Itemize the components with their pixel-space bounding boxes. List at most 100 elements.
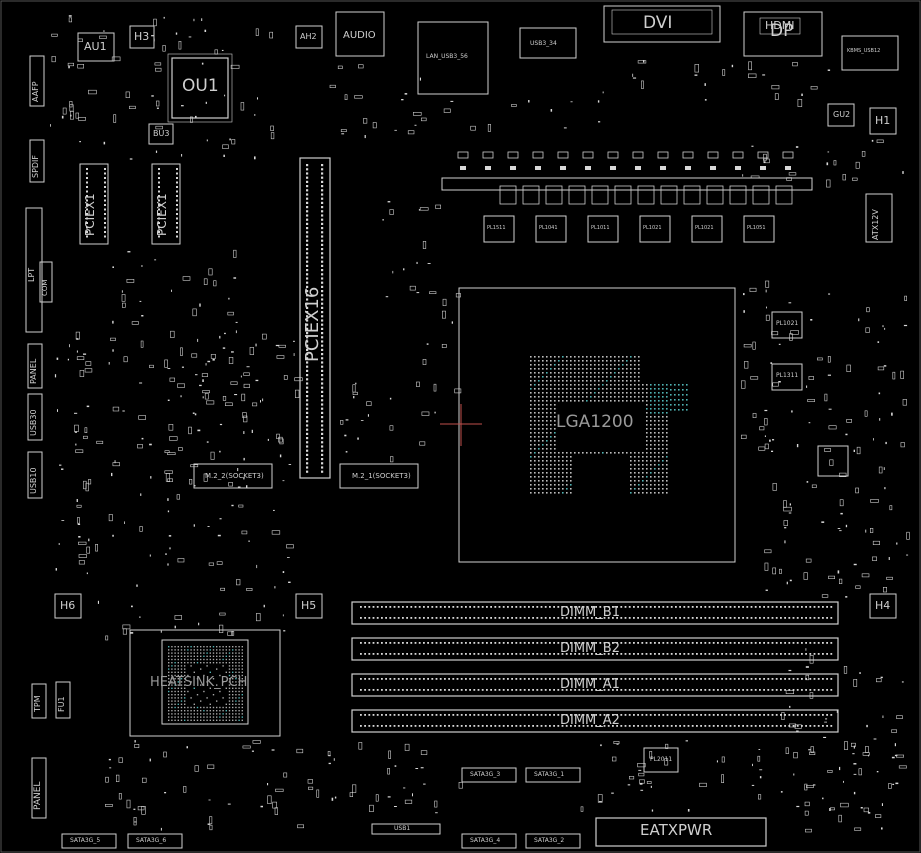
- cpu-pin: [566, 372, 568, 374]
- cpu-pin: [646, 408, 648, 410]
- dimm-b1-slot: [351, 601, 839, 625]
- cpu-pin: [662, 484, 664, 486]
- pch-pin: [196, 706, 199, 709]
- cpu-pin: [630, 492, 632, 494]
- pl-right-2: [771, 363, 803, 391]
- pch-pin: [171, 710, 173, 712]
- cpu-pin: [550, 424, 552, 426]
- heatsink-label: HEATSINK_PCH: [150, 675, 248, 690]
- pcie-pin: [306, 361, 309, 364]
- pch-pin: [241, 674, 243, 677]
- pcie-pin: [306, 470, 309, 473]
- spdif-header: [29, 139, 45, 183]
- dimm-pin: [750, 642, 753, 644]
- cpu-pin: [606, 356, 608, 358]
- dimm-pin: [628, 606, 631, 608]
- pcie-pin: [321, 382, 324, 385]
- smd-pad: [76, 338, 79, 340]
- pch-pin: [200, 710, 202, 712]
- dimm-pin: [477, 714, 480, 716]
- cpu-pin: [566, 484, 568, 486]
- dimm-pin: [780, 725, 782, 727]
- pch-pin: [219, 716, 221, 718]
- dimm-pin: [582, 678, 585, 680]
- dimm-pin: [809, 653, 812, 655]
- dimm-pin: [607, 714, 610, 716]
- smd-pad: [345, 419, 349, 421]
- dimm-pin: [423, 606, 425, 608]
- smd-component: [165, 473, 170, 482]
- pcie-pin: [321, 361, 324, 364]
- cpu-pin: [554, 372, 556, 374]
- dimm-pin: [822, 714, 824, 716]
- smd-component: [388, 750, 392, 759]
- cpu-pin: [614, 396, 616, 398]
- dimm-pin: [754, 617, 757, 619]
- pch-pin: [168, 694, 170, 696]
- dimm-pin: [666, 642, 669, 644]
- smd-component: [805, 828, 812, 833]
- vrm-mosfet: [729, 185, 747, 205]
- cpu-pin: [574, 400, 576, 402]
- cpu-pin: [646, 460, 648, 462]
- cpu-pin: [538, 460, 540, 462]
- smd-component: [743, 343, 752, 348]
- dimm-pin: [536, 689, 539, 691]
- dimm-pin: [666, 617, 669, 619]
- pch-pin: [212, 649, 215, 651]
- smd-component: [194, 765, 199, 772]
- smd-component: [241, 393, 246, 402]
- dimm-pin: [385, 606, 387, 608]
- dimm-pin: [704, 714, 707, 716]
- cpu-pin: [662, 472, 664, 474]
- cpu-pin: [654, 404, 656, 406]
- smd-component: [238, 504, 244, 508]
- dimm-pin: [805, 653, 807, 655]
- pciex1-pin: [176, 195, 178, 197]
- smd-pad: [865, 529, 867, 533]
- dimm-pin: [687, 678, 690, 680]
- dimm-pin: [725, 714, 728, 716]
- dimm-pin: [578, 606, 581, 608]
- dimm-pin: [784, 606, 786, 608]
- pch-pin: [235, 684, 237, 686]
- dimm-pin: [683, 714, 686, 716]
- smd-component: [78, 554, 87, 558]
- dimm-pin: [599, 678, 602, 680]
- cpu-pin: [618, 372, 620, 374]
- dimm-pin: [750, 678, 753, 680]
- smd-pad: [243, 431, 245, 434]
- cpu-pin: [578, 368, 580, 370]
- dimm-pin: [775, 689, 778, 691]
- smd-component: [140, 340, 144, 348]
- smd-pad: [202, 379, 204, 382]
- smd-pad: [881, 827, 883, 830]
- cpu-pin: [570, 492, 572, 494]
- dimm-pins: [360, 606, 833, 727]
- cpu-pin: [534, 360, 536, 362]
- dimm-pin: [696, 714, 698, 716]
- cpu-pin: [598, 452, 600, 454]
- cpu-pin: [562, 380, 564, 382]
- smd-component: [833, 160, 837, 166]
- smd-component: [138, 415, 146, 420]
- dimm-pin: [414, 653, 417, 655]
- pcie-pin: [321, 424, 324, 427]
- pch-pin: [241, 706, 243, 709]
- dimm-pin: [540, 606, 543, 608]
- cpu-pin: [618, 356, 620, 358]
- dimm-pin: [792, 689, 795, 691]
- dimm-pin: [406, 725, 408, 727]
- smd-pad: [194, 413, 197, 416]
- cpu-pin: [554, 408, 556, 410]
- cpu-pin: [538, 384, 540, 386]
- dimm-pin: [477, 617, 480, 619]
- smd-pad: [600, 744, 602, 747]
- cpu-pin: [546, 388, 548, 390]
- dimm-pin: [519, 617, 522, 619]
- dimm-pin: [826, 678, 828, 680]
- vrm-mosfet: [637, 185, 655, 205]
- cpu-pin: [542, 376, 544, 378]
- pch-pin: [219, 662, 221, 664]
- dimm-a2-slot: [351, 709, 839, 733]
